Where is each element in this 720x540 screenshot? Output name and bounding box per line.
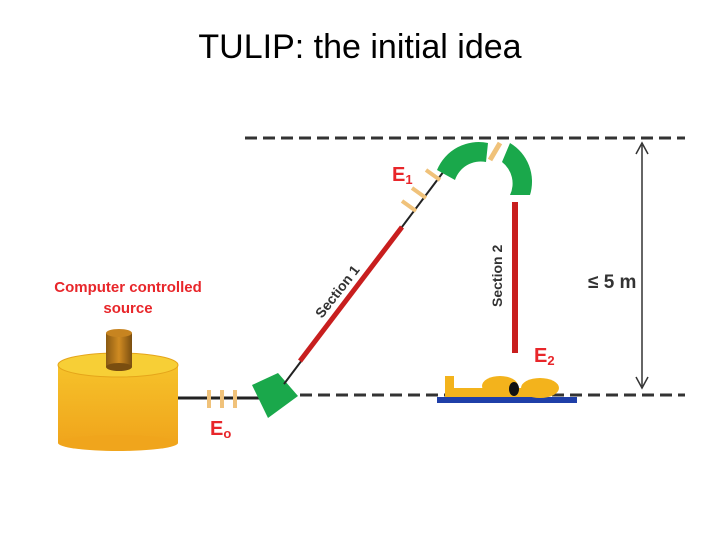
source-label-line2: source [103,300,152,317]
e0-lens-plates [207,390,237,408]
section1-tube [298,225,404,363]
source-label-line1: Computer controlled [54,279,202,296]
patient-couch [437,397,577,403]
e1-lens-plates [400,168,442,213]
bending-magnet-bottom [252,373,298,418]
height-dimension-arrow [635,141,649,390]
bending-magnet-top [437,141,533,195]
slide-title: TULIP: the initial idea [198,28,522,66]
patient-figure-icon [445,376,559,398]
e1-label: E1 [392,164,413,187]
source-pipe [106,329,132,371]
e0-label: Eo [210,418,231,441]
e2-label: E2 [534,345,555,368]
section2-label: Section 2 [489,245,505,307]
height-label: ≤ 5 m [588,272,636,293]
